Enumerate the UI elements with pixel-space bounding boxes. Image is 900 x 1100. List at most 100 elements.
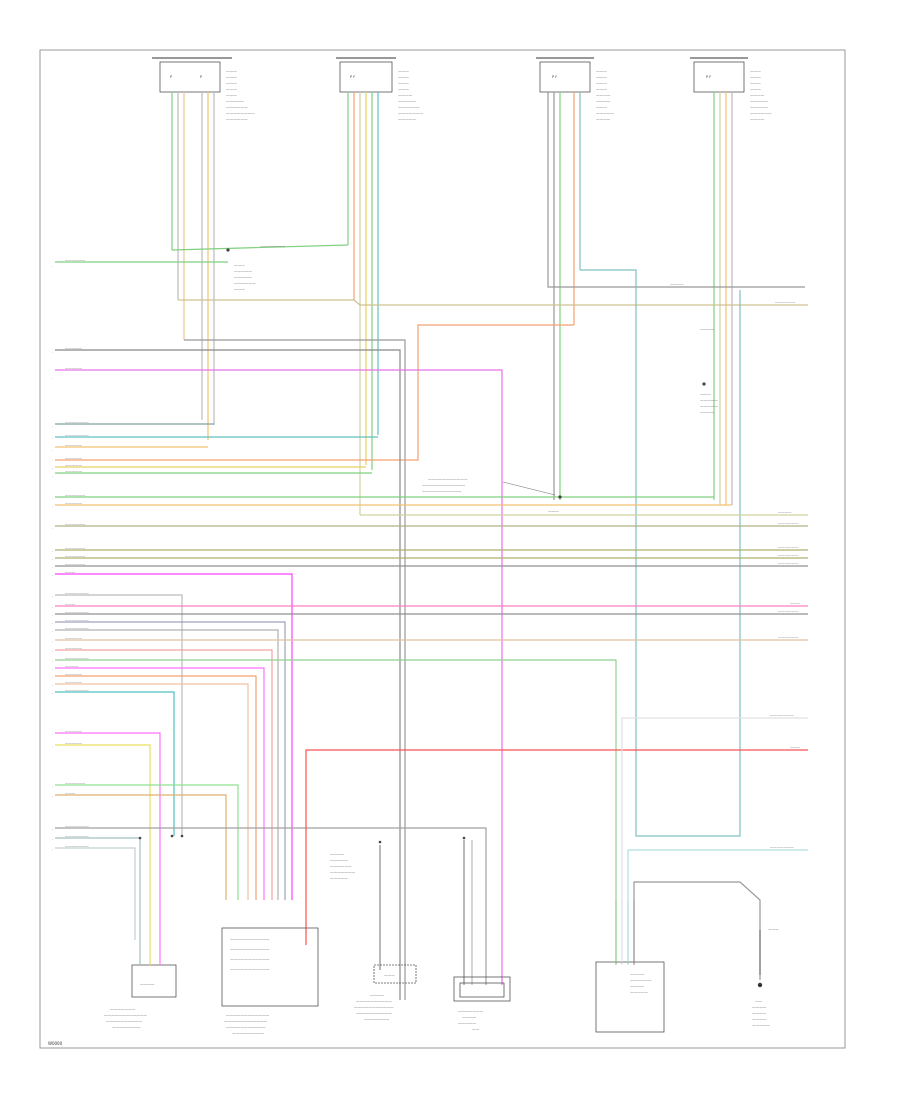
svg-text:———————: ——————— (65, 591, 89, 595)
svg-text:·: · (52, 377, 53, 381)
annotations: ——————— ———————— ——————————— ——— ———————… (234, 244, 779, 1027)
svg-text:———: ——— (65, 791, 76, 795)
svg-text:—————————: ————————— (232, 1031, 265, 1035)
svg-text:———————: ——————— (65, 626, 89, 630)
svg-text:·: · (52, 437, 53, 441)
svg-text:·: · (52, 595, 53, 599)
svg-text:·: · (52, 265, 53, 269)
lower-horizontal-wires (55, 573, 808, 985)
svg-text:———: ——— (398, 87, 409, 91)
svg-text:————————: ———————— (112, 1025, 141, 1029)
svg-text:—————: ————— (65, 501, 83, 505)
svg-text:——————: —————— (778, 609, 799, 613)
svg-text:———: ——— (750, 81, 761, 85)
svg-text:———————: ——————— (65, 656, 89, 660)
svg-text:———————————: ——————————— (428, 477, 468, 481)
bottom-component-5: ——————————————————— (595, 900, 665, 1033)
svg-text:·: · (52, 795, 53, 799)
svg-text:———————: ——————— (770, 845, 794, 849)
svg-text:————: ———— (462, 1015, 477, 1019)
svg-text:·: · (52, 630, 53, 634)
svg-text:——————: —————— (65, 493, 86, 497)
svg-text:———: ——— (790, 745, 801, 749)
top-component-3: P F ———————————————————————————————— (536, 57, 614, 121)
svg-text:————: ———— (398, 93, 413, 97)
svg-text:———: ——— (398, 81, 409, 85)
svg-text:———————: ——————— (330, 870, 356, 874)
splice-dots (138, 248, 706, 844)
svg-text:—————: ————— (234, 275, 252, 279)
svg-text:———————————: ——————————— (354, 1005, 394, 1009)
svg-text:·: · (52, 475, 53, 479)
svg-text:—————: ————— (65, 443, 83, 447)
svg-text:—————: ————— (65, 463, 83, 467)
svg-text:——————: —————— (778, 553, 799, 557)
svg-text:———————————: ——————————— (230, 957, 270, 961)
svg-text:———: ——— (750, 87, 761, 91)
svg-text:———: ——— (65, 570, 76, 574)
svg-text:·: · (52, 550, 53, 554)
svg-text:————————: ———————— (226, 111, 255, 115)
svg-text:——: —— (472, 1027, 480, 1031)
svg-text:—————: ————— (65, 456, 83, 460)
lower-vertical-wires (379, 495, 561, 985)
svg-text:——————: —————— (330, 864, 352, 868)
svg-text:—————: ————— (750, 99, 768, 103)
svg-text:———————: ——————— (65, 688, 89, 692)
svg-text:———————————: ——————————— (230, 947, 270, 951)
svg-text:·: · (52, 640, 53, 644)
svg-text:—————: ————— (234, 269, 252, 273)
svg-text:——: —— (755, 999, 763, 1003)
svg-text:———————: ——————— (398, 111, 424, 115)
svg-text:———: ——— (790, 601, 801, 605)
svg-text:———————————: ——————————— (230, 937, 270, 941)
svg-text:———————: ——————— (65, 610, 89, 614)
svg-text:———: ——— (750, 69, 761, 73)
svg-text:————: ———— (330, 852, 345, 856)
svg-text:·: · (52, 660, 53, 664)
svg-text:——————: —————— (65, 562, 86, 566)
svg-text:—————: ————— (630, 990, 648, 994)
svg-text:—————: ————— (458, 1021, 476, 1025)
svg-text:—————: ————— (398, 117, 416, 121)
svg-text:———: ——— (548, 509, 559, 513)
svg-text:————: ———— (596, 117, 611, 121)
svg-text:——————: —————— (778, 521, 799, 525)
svg-text:———————: ——————— (65, 834, 89, 838)
svg-text:————: ———— (670, 282, 684, 286)
svg-text:—————: ————— (700, 404, 718, 408)
svg-text:·: · (52, 459, 53, 463)
svg-text:·: · (52, 848, 53, 852)
svg-text:·: · (52, 497, 53, 501)
bottom-component-1: ———— ———————————————————————————————————… (104, 940, 177, 1029)
svg-text:——————————: —————————— (356, 1011, 392, 1015)
svg-text:—————: ————— (65, 346, 83, 350)
svg-text:—————: ————— (65, 469, 83, 473)
svg-text:————: ———— (370, 993, 385, 997)
svg-text:—————: ————— (596, 111, 614, 115)
svg-text:———: ——— (596, 75, 607, 79)
svg-text:———: ——— (226, 93, 237, 97)
svg-text:———: ——— (226, 87, 237, 91)
svg-text:———————————: ——————————— (422, 489, 462, 493)
svg-text:·: · (52, 838, 53, 842)
svg-text:——————: —————— (226, 105, 248, 109)
svg-text:———————: ——————— (364, 1017, 390, 1021)
svg-text:———: ——— (226, 75, 237, 79)
svg-text:·: · (52, 467, 53, 471)
bottom-component-2: ————————————————————————————————————————… (221, 927, 319, 1035)
svg-text:P: P (170, 75, 173, 79)
svg-text:————: ———— (630, 984, 645, 988)
svg-text:————: ———— (778, 510, 792, 514)
svg-text:·: · (52, 676, 53, 680)
svg-text:——————: —————— (65, 546, 86, 550)
svg-text:———————: ——————— (770, 713, 794, 717)
wires-top-3 (547, 92, 581, 500)
svg-text:—————: ————— (398, 99, 416, 103)
svg-text:P: P (200, 75, 203, 79)
svg-text:———————: ——————— (65, 824, 89, 828)
wires-top-4 (713, 92, 733, 505)
svg-text:—————: ————— (750, 105, 768, 109)
svg-text:———————: ——————— (65, 844, 89, 848)
svg-text:————————————: ———————————— (226, 1013, 270, 1017)
